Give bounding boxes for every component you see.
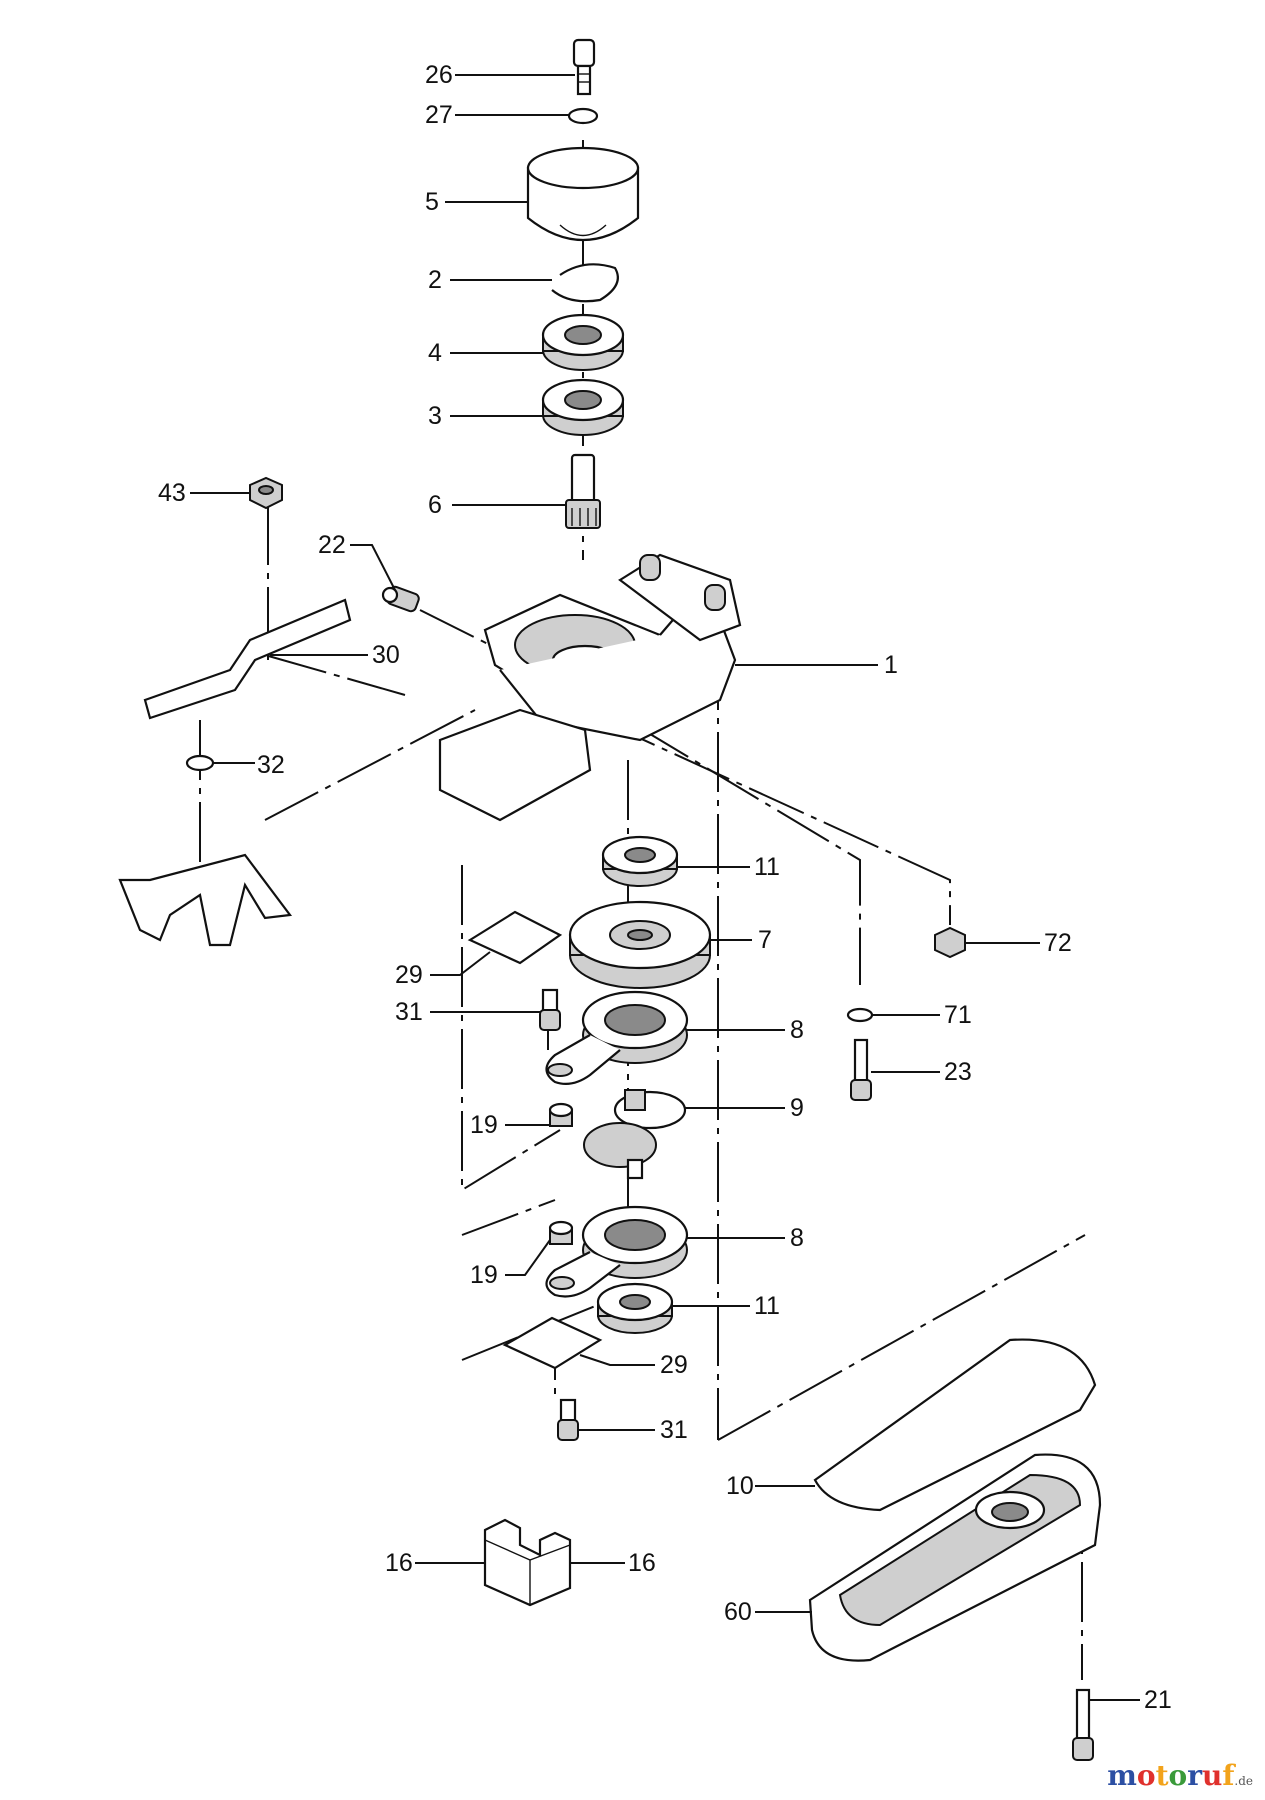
callout-16-right: 16 — [570, 1549, 656, 1577]
callout-1: 1 — [735, 651, 898, 679]
callout-label: 2 — [428, 266, 442, 294]
plate-29-lower — [502, 1316, 603, 1370]
callout-label: 26 — [425, 61, 453, 89]
callout-label: 16 — [628, 1549, 656, 1577]
bearing-11-lower — [596, 1282, 674, 1334]
callout-30: 30 — [270, 641, 400, 669]
bearing-3 — [541, 378, 625, 436]
callout-label: 72 — [1044, 929, 1072, 957]
callout-label: 3 — [428, 402, 442, 430]
gear-case-1 — [438, 553, 742, 822]
bolt-31-lower — [557, 1398, 579, 1441]
connecting-rod-8-upper — [545, 990, 689, 1085]
cover-60 — [808, 1453, 1102, 1662]
callout-label: 71 — [944, 1001, 972, 1029]
callout-label: 31 — [660, 1416, 688, 1444]
callout-label: 29 — [660, 1351, 688, 1379]
bolt-31-upper — [539, 988, 561, 1031]
nut-72 — [934, 926, 966, 959]
callout-72: 72 — [965, 929, 1072, 957]
callout-16-left: 16 — [385, 1549, 485, 1577]
callout-label: 19 — [470, 1111, 498, 1139]
plate-29-upper — [467, 910, 563, 965]
callout-31-lower: 31 — [578, 1416, 688, 1444]
callout-43: 43 — [158, 479, 250, 507]
crank-9 — [583, 1089, 687, 1180]
motoruf-watermark: motoruf.de — [1107, 1759, 1253, 1792]
connecting-rod-8-lower — [545, 1205, 689, 1298]
block-16 — [483, 1518, 572, 1607]
cup-5 — [526, 146, 640, 242]
callout-22: 22 — [318, 531, 396, 591]
callout-label: 7 — [758, 926, 772, 954]
callout-8-lower: 8 — [687, 1224, 804, 1252]
callout-21: 21 — [1089, 1686, 1172, 1714]
callout-27: 27 — [425, 101, 569, 129]
callout-5: 5 — [425, 188, 528, 216]
callout-71: 71 — [872, 1001, 972, 1029]
callout-26: 26 — [425, 61, 575, 89]
callout-label: 6 — [428, 491, 442, 519]
snap-ring-2 — [551, 263, 619, 303]
pinion-shaft-6 — [565, 453, 601, 529]
callout-9: 9 — [685, 1094, 804, 1122]
callout-label: 30 — [372, 641, 400, 669]
callout-label: 32 — [257, 751, 285, 779]
callout-3: 3 — [428, 402, 543, 430]
callout-label: 1 — [884, 651, 898, 679]
callout-32: 32 — [213, 751, 285, 779]
callout-label: 5 — [425, 188, 439, 216]
callout-label: 19 — [470, 1261, 498, 1289]
callout-19-lower: 19 — [470, 1239, 551, 1289]
callout-label: 9 — [790, 1094, 804, 1122]
callout-31-upper: 31 — [395, 998, 540, 1026]
callout-4: 4 — [428, 339, 543, 367]
callout-11-lower: 11 — [672, 1292, 780, 1320]
bolt-26 — [572, 38, 596, 96]
grease-fitting-22 — [381, 585, 420, 613]
collar-19-lower — [548, 1220, 574, 1245]
bearing-11-upper — [601, 835, 679, 887]
callout-label: 43 — [158, 479, 186, 507]
callout-label: 29 — [395, 961, 423, 989]
callout-10: 10 — [726, 1472, 815, 1500]
callout-7: 7 — [710, 926, 772, 954]
bolt-23 — [850, 1038, 872, 1101]
callout-11-upper: 11 — [677, 853, 780, 881]
washer-71 — [846, 1007, 874, 1023]
callout-label: 31 — [395, 998, 423, 1026]
callout-6: 6 — [428, 491, 566, 519]
callout-29-upper: 29 — [395, 951, 491, 989]
callout-label: 4 — [428, 339, 442, 367]
callout-label: 11 — [754, 1292, 780, 1320]
callout-label: 16 — [385, 1549, 413, 1577]
gasket-10 — [813, 1338, 1097, 1512]
callout-label: 8 — [790, 1016, 804, 1044]
callout-2: 2 — [428, 266, 552, 294]
callout-19-upper: 19 — [470, 1111, 550, 1139]
callout-label: 8 — [790, 1224, 804, 1252]
callout-8-upper: 8 — [687, 1016, 804, 1044]
callout-label: 22 — [318, 531, 346, 559]
nut-43 — [249, 476, 283, 510]
gear-7 — [568, 900, 712, 989]
callout-60: 60 — [724, 1598, 812, 1626]
blade-tip — [118, 853, 293, 947]
collar-19-upper — [548, 1102, 574, 1127]
callout-label: 21 — [1144, 1686, 1172, 1714]
callout-23: 23 — [871, 1058, 972, 1086]
washer-27 — [567, 107, 599, 125]
bearing-4 — [541, 313, 625, 371]
bolt-21 — [1072, 1688, 1094, 1761]
callout-label: 60 — [724, 1598, 752, 1626]
callout-label: 27 — [425, 101, 453, 129]
blade-plate-30 — [143, 598, 352, 720]
callout-29-lower: 29 — [579, 1351, 688, 1379]
callout-label: 11 — [754, 853, 780, 881]
callout-label: 10 — [726, 1472, 754, 1500]
callout-label: 23 — [944, 1058, 972, 1086]
washer-32 — [185, 754, 215, 772]
